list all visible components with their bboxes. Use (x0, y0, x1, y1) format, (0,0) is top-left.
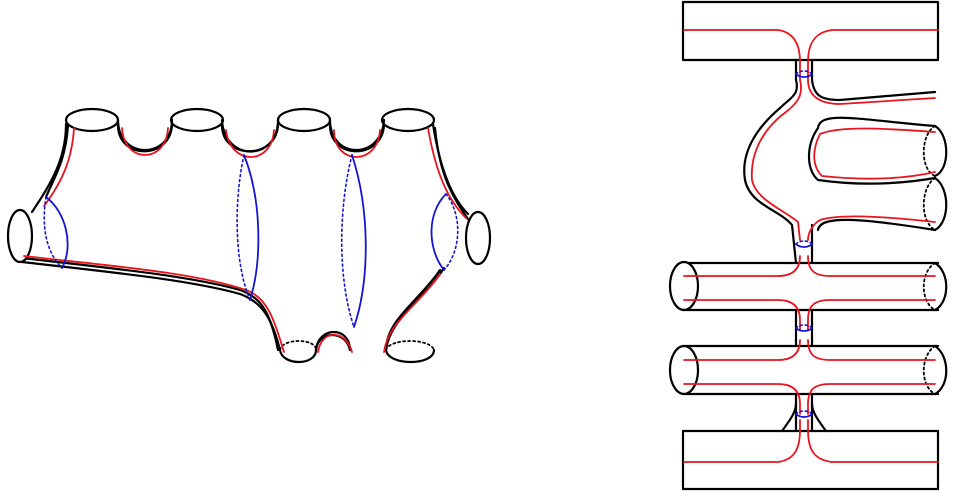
cylinder-right-2-back (922, 177, 936, 231)
blue-curve-1-back (43, 196, 63, 269)
right-boundary (464, 210, 492, 266)
blue-curve-3-front (351, 154, 367, 328)
central-neck-outline (743, 58, 937, 433)
left-surface (6, 107, 492, 363)
blue-curve-4-front (430, 193, 447, 271)
blue-curve-2-front (243, 154, 260, 301)
top-boundary-2 (169, 107, 225, 133)
right-surface (668, 0, 948, 491)
bottom-boundary-1-front (278, 348, 318, 363)
neck-ring-4-back (795, 410, 813, 415)
neck-ring-3-back (795, 324, 813, 329)
neck-ring-1-front (795, 73, 813, 78)
bottom-right-fillet (810, 402, 828, 433)
cylinder-right-3-front (933, 261, 948, 312)
cylinder-right-1-back (922, 125, 936, 177)
cylinder-left-1-end (668, 260, 700, 312)
bottom-boundary-2-front (384, 348, 436, 363)
top-boundary-4 (380, 107, 436, 133)
cylinder-right-4-front (933, 344, 948, 396)
cylinder-right-1-front (933, 124, 948, 178)
bottom-left-fillet (780, 402, 798, 433)
cylinder-right-2-front (933, 176, 948, 232)
left-boundary (6, 208, 34, 264)
blue-curve-3-back (340, 154, 355, 328)
neck-ring-3-front (795, 327, 813, 332)
top-boundary-3 (276, 107, 332, 133)
blue-curve-2-back (236, 154, 251, 301)
cylinder-right-3-back (922, 262, 936, 311)
top-rectangle (681, 0, 940, 62)
blue-curve-4-back (443, 193, 459, 271)
blue-curve-1-front (45, 196, 69, 269)
bottom-boundary-2-back (385, 340, 435, 351)
neck-ring-1-back (795, 70, 813, 75)
neck-ring-4-front (795, 413, 813, 418)
bottom-boundary-1-back (279, 340, 317, 351)
left-red-curve (23, 127, 467, 353)
neck-ring-2-front (795, 243, 813, 248)
cylinder-left-2-end (668, 344, 700, 396)
neck-ring-2-back (795, 240, 813, 245)
right-red-curves (683, 29, 939, 463)
bottom-rectangle (681, 429, 940, 491)
cylinder-right-4-back (922, 345, 936, 395)
